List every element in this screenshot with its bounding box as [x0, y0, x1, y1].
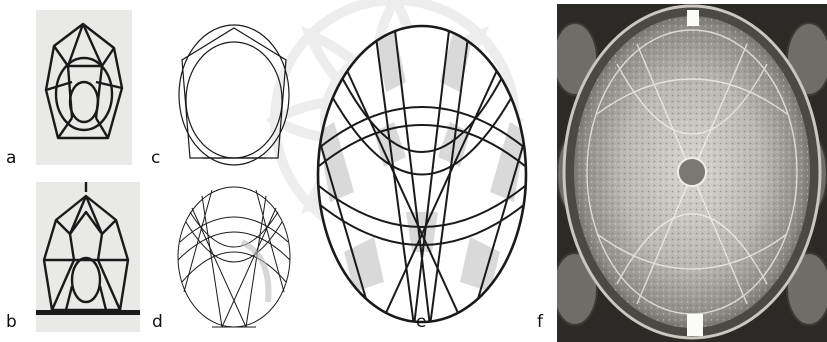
dome-photo-image [557, 4, 827, 342]
label-a: a [6, 150, 16, 167]
panel-b-sketch [36, 182, 140, 332]
label-b: b [6, 314, 17, 331]
label-d: d [152, 314, 163, 331]
label-c: c [151, 150, 160, 167]
panel-d-drawing [172, 182, 296, 332]
panel-a-sketch [36, 10, 132, 165]
panel-e-drawing [314, 22, 530, 326]
label-e: e [416, 314, 426, 331]
panel-f-photo [557, 4, 827, 342]
label-f: f [537, 314, 543, 331]
panel-c-drawing [172, 20, 296, 170]
